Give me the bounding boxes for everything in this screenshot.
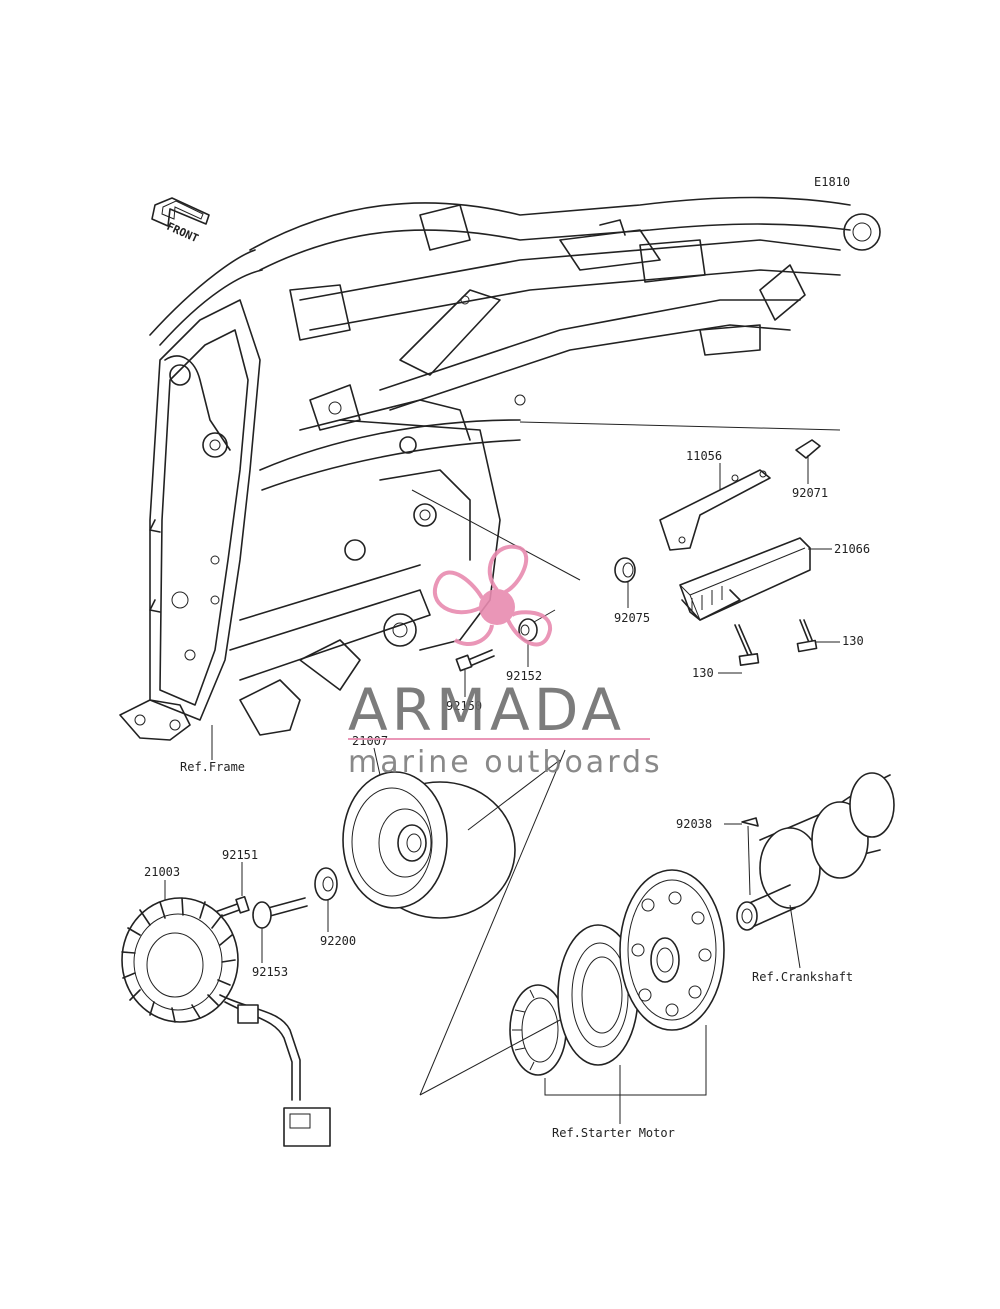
regulator-21066: [679, 537, 811, 621]
label-21066: 21066: [834, 542, 870, 556]
label-92200: 92200: [320, 934, 356, 948]
label-92038: 92038: [676, 817, 712, 831]
label-11056: 11056: [686, 449, 722, 463]
label-92075: 92075: [614, 611, 650, 625]
ref-frame: Ref.Frame: [180, 760, 245, 774]
grommet-92075: [614, 557, 636, 583]
watermark: ARMADA marine outboards: [348, 544, 663, 780]
bracket-11056: [659, 469, 771, 551]
key-92038: [741, 817, 759, 827]
front-label: FRONT: [165, 220, 201, 245]
stator-21003: [121, 897, 331, 1147]
label-21007: 21007: [352, 734, 388, 748]
label-130-left: 130: [692, 666, 714, 680]
label-92071: 92071: [792, 486, 828, 500]
watermark-brand: ARMADA: [348, 676, 625, 744]
ref-starter-motor: Ref.Starter Motor: [552, 1126, 675, 1140]
label-21003: 21003: [144, 865, 180, 879]
bolt-92150: [455, 649, 495, 672]
propeller-logo-icon: [432, 544, 552, 647]
watermark-divider: [348, 738, 650, 740]
front-arrow-icon: FRONT: [151, 197, 210, 245]
label-92152: 92152: [506, 669, 542, 683]
label-92150: 92150: [446, 699, 482, 713]
bolt-92153: [252, 897, 308, 929]
crankshaft: [736, 772, 895, 931]
label-92151: 92151: [222, 848, 258, 862]
washer-92200: [314, 867, 338, 901]
label-130-right: 130: [842, 634, 864, 648]
bolt-130-right: [796, 619, 818, 653]
bolt-130-left: [734, 624, 760, 667]
watermark-tagline: marine outboards: [348, 745, 663, 780]
ref-crankshaft: Ref.Crankshaft: [752, 970, 853, 984]
clip-92071: [795, 439, 821, 459]
starter-gear: [619, 869, 725, 1031]
frame-drawing: [119, 196, 881, 741]
clutch-housing: [557, 924, 639, 1066]
label-92153: 92153: [252, 965, 288, 979]
diagram-code: E1810: [814, 175, 850, 189]
screw-92151: [214, 895, 250, 919]
rotor-21007: [342, 771, 516, 919]
